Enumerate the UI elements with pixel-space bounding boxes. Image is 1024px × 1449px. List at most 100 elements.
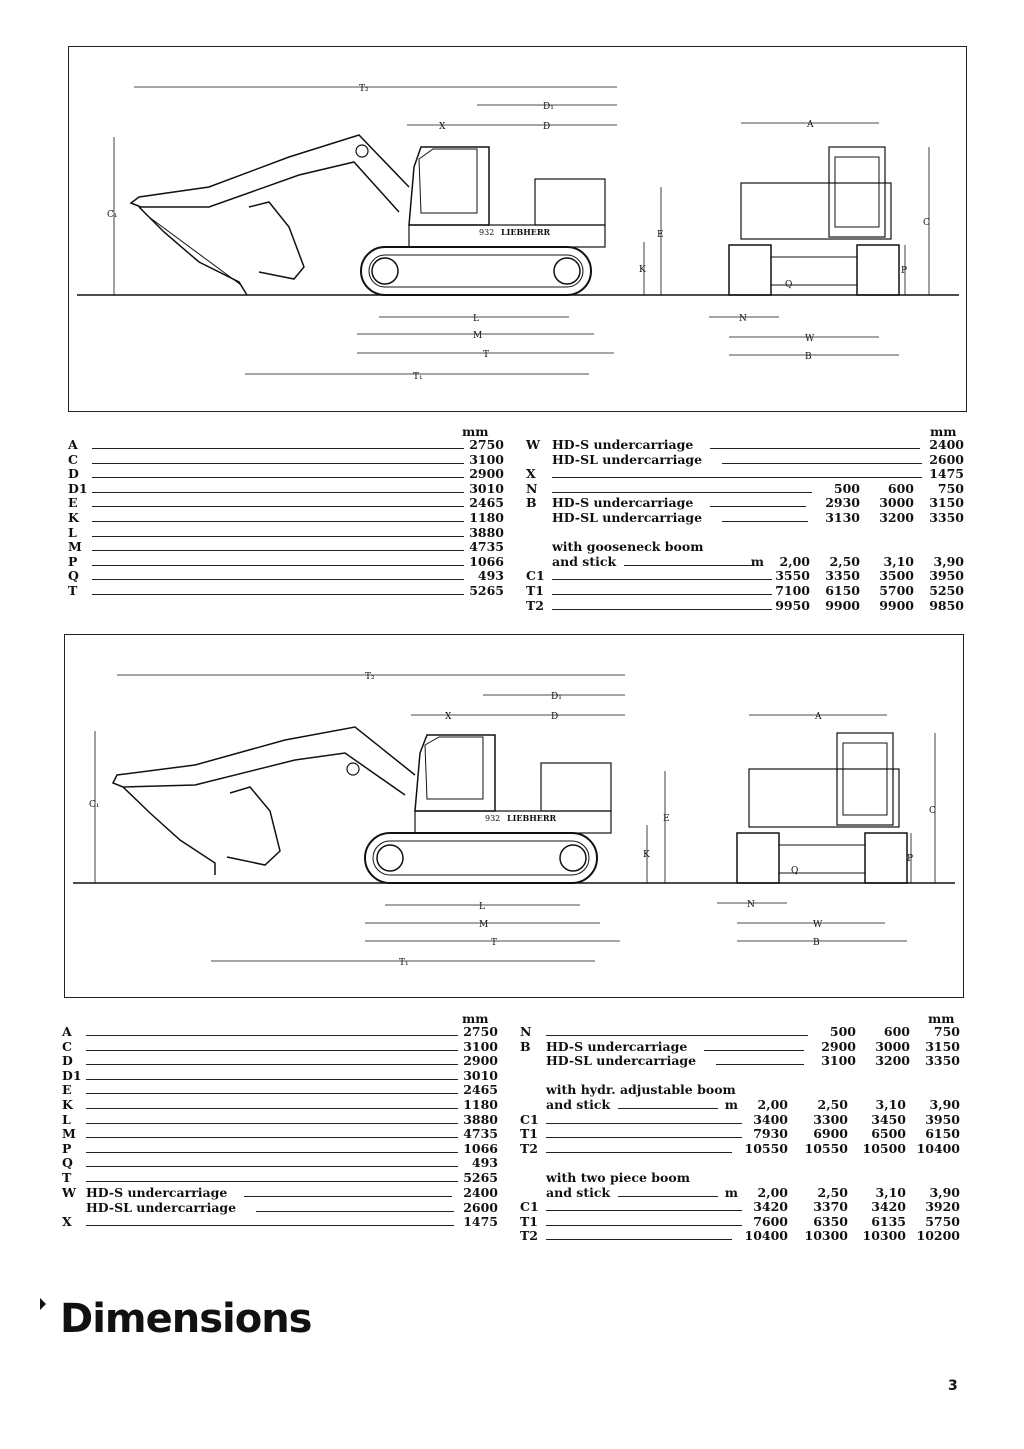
svg-text:A: A [806,120,814,130]
dimension-row: M 4735 [68,540,504,555]
dimension-value: 493 [471,1155,498,1171]
dimension-key: L [68,524,77,540]
dimension-key: K [62,1096,73,1112]
dimension-key: K [68,509,79,525]
dimension-row: E 2465 [68,496,504,511]
dimension-value: 1180 [463,1096,498,1112]
svg-text:T₁: T₁ [399,958,409,968]
dimension-key: D1 [62,1067,82,1083]
unit-label: mm [462,424,489,439]
excavator-diagram-adjustable: T₂ D₁ X D C₁ E K L M T T₁ A C P Q N W B … [73,672,955,968]
svg-text:B: B [813,938,820,948]
dimension-value: 3880 [469,524,504,540]
dimension-key: P [62,1140,72,1156]
svg-text:N: N [747,900,755,910]
svg-text:T: T [483,350,489,360]
dimension-row: E 2465 [62,1083,498,1098]
page-number: 3 [948,1378,958,1394]
dimension-value: 3100 [463,1038,498,1054]
dimension-value: 2750 [469,437,504,452]
dimension-key: A [68,437,78,452]
svg-text:932: 932 [485,814,500,823]
dimension-key: D [62,1053,73,1069]
dimension-row: C 3100 [68,451,504,468]
dimension-value: 5265 [463,1169,498,1185]
dimension-row: K 1180 [62,1096,498,1113]
dimension-key: A [62,1024,72,1039]
dimension-value: 2900 [469,466,504,482]
svg-text:P: P [901,266,907,276]
dimension-key: T [68,582,78,598]
svg-text:P: P [907,854,913,864]
dimension-value: 4735 [469,539,504,555]
dimension-row: M 4735 [62,1127,498,1142]
dimension-value: 3100 [469,451,504,467]
svg-text:L: L [473,314,479,324]
dimension-key: T [62,1169,72,1185]
svg-text:C: C [923,218,930,228]
svg-text:D₁: D₁ [551,692,562,702]
dimension-value: 1066 [463,1140,498,1156]
dimension-key: E [68,495,78,511]
dimension-key: D [68,466,79,482]
svg-text:T: T [491,938,497,948]
svg-text:X: X [445,712,452,722]
svg-text:A: A [814,712,822,722]
dimension-key: E [62,1082,72,1098]
svg-text:LIEBHERR: LIEBHERR [507,813,557,823]
svg-text:Q: Q [785,280,792,290]
svg-text:D: D [551,712,558,722]
dimension-value: 4735 [463,1126,498,1142]
svg-text:M: M [473,331,482,341]
svg-text:N: N [739,314,747,324]
svg-text:M: M [479,920,488,930]
dimension-row: L 3880 [68,524,504,541]
dimension-key: C [68,451,78,467]
svg-text:W: W [813,920,823,930]
svg-text:C₁: C₁ [107,210,118,220]
dimension-value: 2465 [469,495,504,511]
svg-text:E: E [657,230,664,240]
dimension-value: 1066 [469,553,504,569]
dimension-row: P 1066 [62,1140,498,1157]
svg-text:C₁: C₁ [89,800,100,810]
svg-text:X: X [439,122,446,132]
page-title: Dimensions [60,1296,312,1342]
diagram-frame-adjustable: T₂ D₁ X D C₁ E K L M T T₁ A C P Q N W B … [64,634,964,998]
section-marker-icon [40,1298,46,1310]
dimension-row: D 2900 [68,467,504,482]
dimension-row: A 2750 [62,1024,498,1040]
dimension-value: 3880 [463,1111,498,1127]
dimension-key: D1 [68,480,88,496]
excavator-diagram-gooseneck: T₂ D₁ X D C₁ E K L M T T₁ A C P Q N W B … [77,84,959,382]
svg-text:932: 932 [479,228,494,237]
svg-text:T₂: T₂ [365,672,375,682]
svg-text:L: L [479,902,485,912]
dimension-key: M [68,539,82,555]
svg-text:D: D [543,122,550,132]
svg-text:LIEBHERR: LIEBHERR [501,227,551,237]
dimension-value: 2750 [463,1024,498,1039]
dimension-value: 2465 [463,1082,498,1098]
svg-text:K: K [639,265,646,275]
dimension-key: C [62,1038,72,1054]
dimension-row: C 3100 [62,1038,498,1055]
dimension-value: 1180 [469,509,504,525]
svg-text:B: B [805,352,812,362]
svg-text:K: K [643,850,650,860]
dimension-key: M [62,1126,76,1142]
dimension-value: 3010 [469,480,504,496]
svg-text:C: C [929,806,936,816]
dimension-row: K 1180 [68,509,504,526]
dimension-key: Q [68,568,79,584]
